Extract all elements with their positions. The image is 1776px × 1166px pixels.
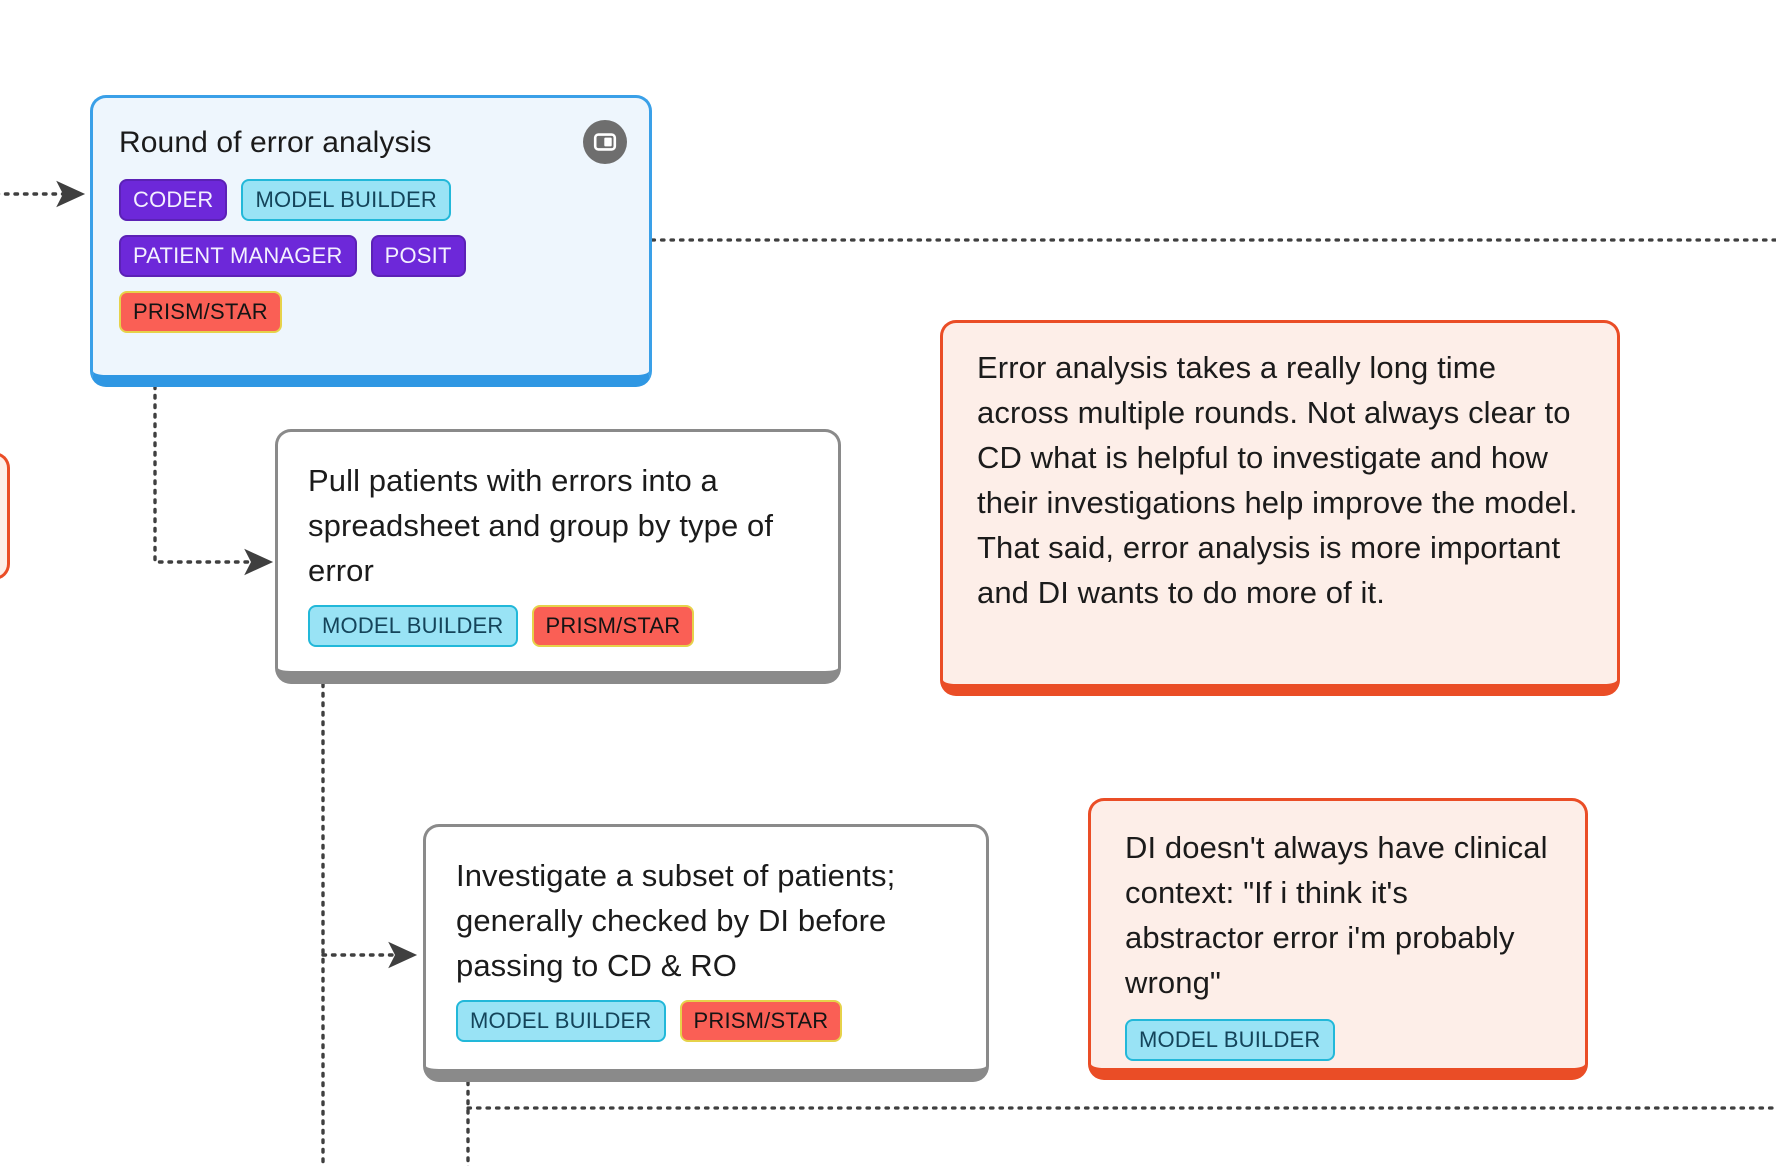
tag-patient-manager[interactable]: PATIENT MANAGER bbox=[119, 235, 357, 277]
node-pull-patients[interactable]: Pull patients with errors into a spreads… bbox=[275, 429, 841, 684]
tag-prism-star[interactable]: PRISM/STAR bbox=[531, 605, 695, 647]
node-title: Investigate a subset of patients; genera… bbox=[456, 858, 896, 983]
tag-prism-star[interactable]: PRISM/STAR bbox=[119, 291, 282, 333]
tag-row: MODEL BUILDER PRISM/STAR bbox=[308, 605, 808, 647]
tag-row: MODEL BUILDER bbox=[1125, 1019, 1551, 1061]
tag-model-builder[interactable]: MODEL BUILDER bbox=[308, 605, 518, 647]
edge-round-of-error-analysis-to-pull-patients bbox=[153, 384, 274, 576]
offscreen-note-left[interactable] bbox=[0, 452, 10, 580]
tag-row: MODEL BUILDER PRISM/STAR bbox=[456, 1000, 956, 1042]
panel-square-icon[interactable] bbox=[583, 120, 627, 164]
node-body: Pull patients with errors into a spreads… bbox=[278, 432, 838, 665]
node-note-error-analysis-time[interactable]: Error analysis takes a really long time … bbox=[940, 320, 1620, 696]
note-text: Error analysis takes a really long time … bbox=[977, 350, 1578, 610]
tag-model-builder[interactable]: MODEL BUILDER bbox=[456, 1000, 666, 1042]
tag-row: CODER MODEL BUILDER PATIENT MANAGER POSI… bbox=[119, 179, 623, 333]
tag-prism-star[interactable]: PRISM/STAR bbox=[679, 1000, 843, 1042]
tag-model-builder[interactable]: MODEL BUILDER bbox=[1125, 1019, 1335, 1061]
note-text: DI doesn't always have clinical context:… bbox=[1125, 830, 1548, 1000]
tag-posit[interactable]: POSIT bbox=[370, 235, 466, 277]
tag-coder[interactable]: CODER bbox=[119, 179, 228, 221]
tag-model-builder[interactable]: MODEL BUILDER bbox=[241, 179, 451, 221]
node-investigate-subset[interactable]: Investigate a subset of patients; genera… bbox=[423, 824, 989, 1082]
node-round-of-error-analysis[interactable]: Round of error analysis CODER MODEL BUIL… bbox=[90, 95, 652, 387]
node-title: Pull patients with errors into a spreads… bbox=[308, 463, 774, 588]
node-note-di-clinical-context[interactable]: DI doesn't always have clinical context:… bbox=[1088, 798, 1588, 1080]
node-title: Round of error analysis bbox=[119, 126, 432, 159]
node-body: Round of error analysis CODER MODEL BUIL… bbox=[93, 98, 649, 351]
node-body: Investigate a subset of patients; genera… bbox=[426, 827, 986, 1060]
node-body: DI doesn't always have clinical context:… bbox=[1091, 801, 1585, 1079]
node-body: Error analysis takes a really long time … bbox=[943, 323, 1617, 633]
